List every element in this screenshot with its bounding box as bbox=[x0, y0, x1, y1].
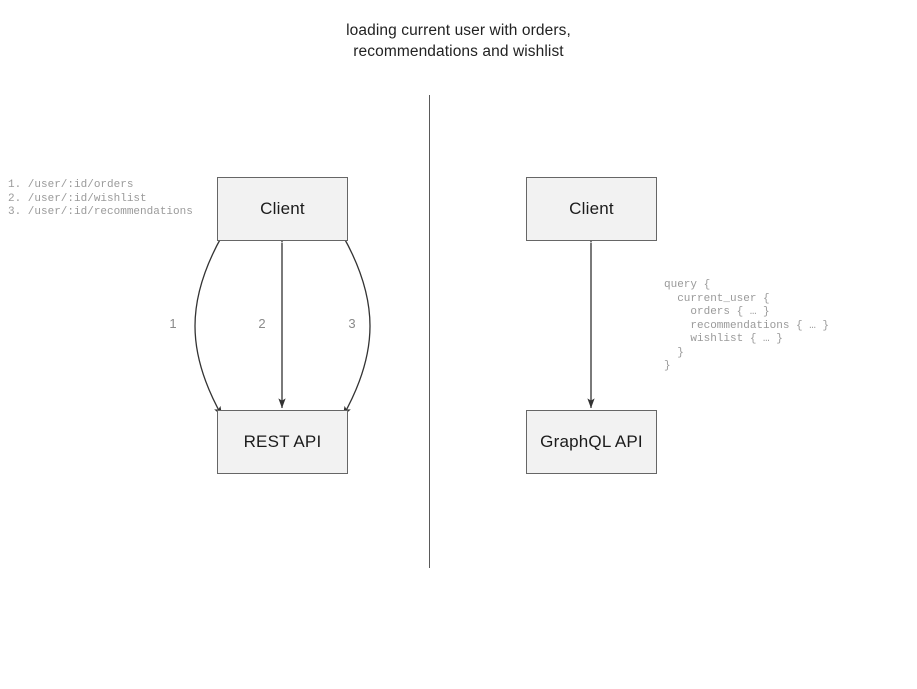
node-rest-client[interactable]: Client bbox=[217, 177, 348, 241]
edge-1-path bbox=[194, 225, 230, 417]
node-graphql-api[interactable]: GraphQL API bbox=[526, 410, 657, 474]
node-graphql-client[interactable]: Client bbox=[526, 177, 657, 241]
node-graphql-api-label: GraphQL API bbox=[540, 432, 643, 451]
edge-label-3: 3 bbox=[348, 316, 356, 331]
node-rest-client-label: Client bbox=[260, 199, 305, 218]
node-rest-api-label: REST API bbox=[243, 432, 322, 451]
graphql-query-annotation: query { current_user { orders { … } reco… bbox=[664, 279, 830, 372]
vertical-divider bbox=[429, 95, 430, 568]
node-graphql-client-label: Client bbox=[569, 199, 614, 218]
edge-label-2: 2 bbox=[258, 316, 266, 331]
node-rest-api[interactable]: REST API bbox=[217, 410, 348, 474]
diagram-title: loading current user with orders, recomm… bbox=[346, 22, 571, 60]
edge-label-1: 1 bbox=[169, 316, 177, 331]
rest-endpoints-annotation: 1. /user/:id/orders 2. /user/:id/wishlis… bbox=[8, 179, 193, 218]
